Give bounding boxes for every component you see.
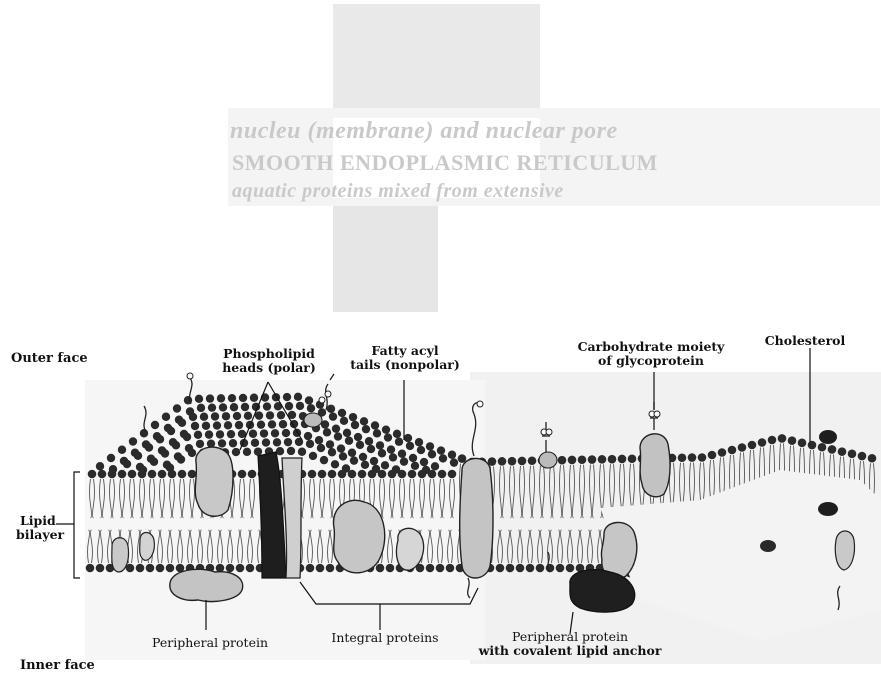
carbohydrate-moiety-line-1: Carbohydrate moiety <box>566 340 736 354</box>
small-protein-left-2 <box>140 533 155 561</box>
peripheral-protein-label: Peripheral protein <box>145 636 275 650</box>
lipid-bilayer-line-2: bilayer <box>16 528 64 542</box>
phospholipid-heads-line-1: Phospholipid <box>214 347 324 361</box>
carbohydrate-moiety-line-2: of glycoprotein <box>566 354 736 368</box>
integral-protein-middle <box>333 500 384 573</box>
outer-face-label: Outer face <box>11 352 88 366</box>
glycoprotein <box>640 434 670 497</box>
cholesterol-label: Cholesterol <box>760 334 850 348</box>
integral-proteins-label: Integral proteins <box>325 631 445 645</box>
fatty-acyl-tails-label: Fatty acyl tails (nonpolar) <box>350 344 460 372</box>
phospholipid-heads-line-2: heads (polar) <box>214 361 324 375</box>
small-protein-top <box>304 413 322 427</box>
lipid-bilayer-label: Lipid bilayer <box>16 514 64 542</box>
lipid-bilayer-line-1: Lipid <box>16 514 64 528</box>
small-protein-left <box>112 538 129 572</box>
phospholipid-heads-label: Phospholipid heads (polar) <box>214 347 324 375</box>
small-protein-top-2 <box>539 452 557 468</box>
peripheral-anchor-line-1: Peripheral protein <box>470 630 670 644</box>
peripheral-protein-anchor-label: Peripheral protein with covalent lipid a… <box>470 630 670 658</box>
peripheral-anchor-line-2: with covalent lipid anchor <box>470 644 670 658</box>
integral-protein-long <box>460 458 493 578</box>
integral-protein-left <box>195 447 233 516</box>
fatty-acyl-tails-line-2: tails (nonpolar) <box>350 358 460 372</box>
small-molecule <box>760 540 776 552</box>
fatty-acyl-tails-line-1: Fatty acyl <box>350 344 460 358</box>
inner-face-label: Inner face <box>20 659 95 673</box>
peripheral-protein-shape <box>170 569 243 601</box>
cholesterol-molecule-2 <box>818 502 838 516</box>
cholesterol-molecule <box>819 430 837 444</box>
carbohydrate-moiety-label: Carbohydrate moiety of glycoprotein <box>566 340 736 368</box>
